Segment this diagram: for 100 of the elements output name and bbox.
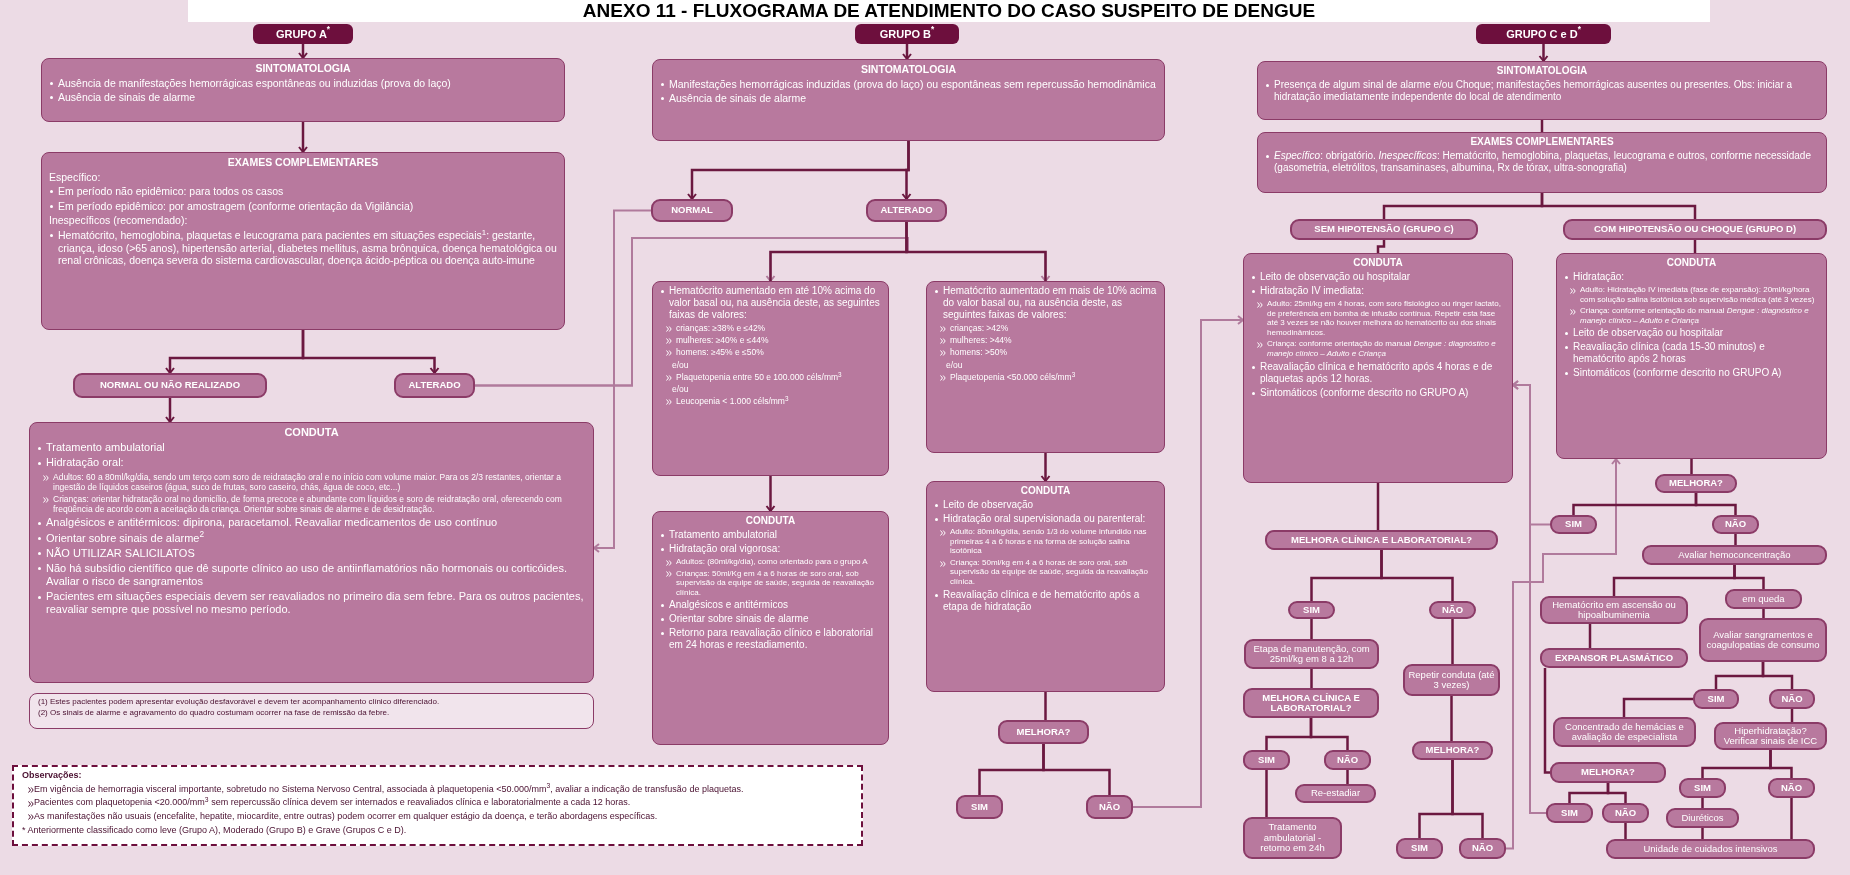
bullet-text: Em período epidêmico: por amostragem (conforme orientação da Vigilância) <box>49 199 557 213</box>
bullet-text: Ausência de manifestações hemorrágicas espontâneas ou induzidas (prova do laço) <box>49 76 557 90</box>
sub-bullet-text: mulheres: ≥40% e ≤44% <box>676 335 769 346</box>
connector-line <box>1309 718 1349 750</box>
label-pill: SIM <box>1679 778 1726 798</box>
sub-bullet-text: Adulto: Hidratação IV imediata (fase de expansão): 20ml/kg/hora com solução salina isotônica sob supervisão médica (até 3 vezes) <box>1580 285 1815 304</box>
label-pill: Diuréticos <box>1666 808 1739 828</box>
bullet-text: Sintomáticos (conforme descrito no GRUPO A) <box>1251 386 1505 399</box>
label-pill: MELHORA CLÍNICA E LABORATORIAL? <box>1243 688 1379 718</box>
connector-line <box>1310 669 1313 688</box>
connector-arrow <box>1538 44 1549 62</box>
connector-line <box>1380 550 1454 601</box>
box-text: e/ou <box>671 383 690 395</box>
connector-arrow <box>902 44 912 60</box>
label-pill: NORMAL <box>651 199 733 222</box>
label-pill: MELHORA? <box>1550 762 1666 783</box>
connector-arrow <box>1132 315 1244 808</box>
bullet-text: Hematócrito aumentado em até 10% acima do valor basal ou, na ausência deste, as seguintes faixas de valores: <box>660 285 881 321</box>
label-pill: MELHORA? <box>1655 474 1737 493</box>
label-pill: Hiperhidratação? Verificar sinais de ICC <box>1714 722 1827 750</box>
bullet-text: Em período não epidêmico: para todos os casos <box>49 185 557 198</box>
sub-bullet-text: crianças: ≥38% e ≤42% <box>676 323 766 333</box>
label-pill: SIM <box>1396 838 1443 859</box>
box-heading: EXAMES COMPLEMENTARES <box>1469 136 1615 148</box>
process-box <box>1257 61 1827 120</box>
bullet-text: Ausência de sinais de alarme <box>660 92 1157 105</box>
box-heading: CONDUTA <box>283 426 340 440</box>
connector-line <box>1622 697 1693 717</box>
bullet-text: Leito de observação <box>934 499 1157 511</box>
connector-line <box>1761 662 1794 689</box>
box-heading: SINTOMATOLOGIA <box>859 63 958 76</box>
label-pill: SIM <box>1243 750 1290 770</box>
box-heading: SINTOMATOLOGIA <box>254 62 352 75</box>
notes-box <box>12 765 863 846</box>
connector-line <box>1762 609 1765 618</box>
label-pill: MELHORA? <box>998 720 1089 744</box>
connector-line <box>1769 750 1793 778</box>
bullet-text: Analgésicos e antitérmicos <box>660 599 881 612</box>
connector-line <box>1540 193 1697 219</box>
bullet-text: Ausência de sinais de alarme <box>49 91 557 104</box>
connector-line <box>1701 798 1704 808</box>
bullet-text: Específico: obrigatório. Inespecíficos: Hematócrito, hemoglobina, plaquetas, leucograma e outros, conforme necessidade (gasometria, eletrólitos, transaminases, albumina, Rx de tórax, ultra-sonografia) <box>1265 150 1819 174</box>
bullet-text: Retorno para reavaliação clínico e laboratorial em 24 horas e reestadiamento. <box>660 627 881 652</box>
bullet-text: Hidratação: <box>1564 271 1819 283</box>
connector-line <box>1733 565 1765 589</box>
connector-line <box>1346 770 1349 784</box>
sub-bullet-text: Pacientes com plaquetopenia <20.000/mm$^{3}$ sem repercussão clínica devem ser internados e reavaliados clínica e laboratorialmente a cada 12 horas. <box>34 797 631 808</box>
connector-line <box>1734 534 1737 545</box>
label-pill: SIM <box>956 795 1003 819</box>
label-pill: NÃO <box>1602 803 1649 823</box>
connector-line <box>1690 459 1693 474</box>
bullet-text: Leito de observação ou hospitalar <box>1564 327 1819 340</box>
connector-arrow <box>1040 453 1051 482</box>
sub-bullet-text: Adultos: 60 a 80ml/kg/dia, sendo um terço com soro de reidratação oral e no início com volume maior. Para os 2/3 restantes, orientar a ingestão de líquidos caseiros (água, suco de frutas, soro caseiro, chás, água de coco, etc...) <box>53 471 561 492</box>
sub-bullet-text: crianças: >42% <box>950 323 1009 333</box>
process-box <box>652 281 889 476</box>
label-pill: SIM <box>1693 689 1739 709</box>
sub-bullet-text: Criança: conforme orientação do manual Dengue : diagnóstico e manejo clínico – Adulto e Criança <box>1580 306 1809 325</box>
label-pill: Concentrado de hemácias e avaliação de especialista <box>1553 717 1696 747</box>
note-text: * Anteriormente classificado como leve (Grupo A), Moderado (Grupo B) e Grave (Grupos C e D). <box>22 824 408 837</box>
box-heading: SINTOMATOLOGIA <box>1495 65 1589 77</box>
bullet-text: Orientar sobre sinais de alarme$^{2}$ <box>37 531 586 545</box>
process-box <box>1556 253 1827 459</box>
process-box <box>926 281 1165 453</box>
connector-line <box>905 222 1047 281</box>
group-header: GRUPO A$^{*}$ <box>253 24 353 44</box>
note-text: (1) Estes pacientes podem apresentar evolução desfavorável e devem ter acompanhamento clínico diferenciado. <box>38 697 441 708</box>
sub-bullet-text: Plaquetopenia entre 50 e 100.000 céls/mm$^{3}$ <box>676 371 842 382</box>
label-pill: ALTERADO <box>866 199 947 222</box>
bullet-text: Tratamento ambulatorial <box>37 441 586 455</box>
label-pill: Unidade de cuidados intensivos <box>1606 839 1815 859</box>
bullet-text: Reavaliação clínica e de hematócrito após a etapa de hidratação <box>934 588 1157 613</box>
sub-bullet-text: Adulto: 80ml/kg/dia, sendo 1/3 do volume infundido nas primeiras 4 a 6 horas e na forma de solução salina isotônica <box>950 527 1147 556</box>
notes-heading: Observações: <box>22 770 83 782</box>
bullet-text: Leito de observação ou hospitalar <box>1251 271 1505 283</box>
sub-bullet-text: Adulto: 25ml/kg em 4 horas, com soro fisiológico ou ringer lactato, de preferência em bomba de infusão contínua. Repetir esta fase até 3 vezes se não houver melhora do hematócrito ou dos sinais hemodinâmicos. <box>1267 299 1501 337</box>
label-pill: Re-estadiar <box>1295 784 1376 803</box>
sub-bullet-text: Adultos: (80ml/kg/dia), como orientado para o grupo A <box>676 557 868 566</box>
sub-bullet-text: homens: >50% <box>950 347 1007 358</box>
group-header: GRUPO C e D$^{*}$ <box>1476 24 1611 44</box>
process-box <box>652 511 889 745</box>
label-pill: NÃO <box>1768 778 1815 798</box>
title: ANEXO 11 - FLUXOGRAMA DE ATENDIMENTO DO CASO SUSPEITO DE DENGUE <box>188 0 1710 22</box>
label-pill: NORMAL OU NÃO REALIZADO <box>73 373 267 398</box>
sub-bullet-text: mulheres: >44% <box>950 335 1012 346</box>
label-pill: MELHORA CLÍNICA E LABORATORIAL? <box>1265 530 1498 550</box>
bullet-text: Hidratação oral vigorosa: <box>660 543 881 555</box>
connector-arrow <box>298 122 308 153</box>
sub-bullet-text: Plaquetopenia <50.000 céls/mm$^{3}$ <box>950 371 1076 382</box>
sub-bullet-text: Criança: 50ml/kg em 4 a 6 horas de soro oral, sob supervisão da equipe de saúde, seguida da reavaliação clínica. <box>950 557 1148 586</box>
label-pill: NÃO <box>1712 515 1759 534</box>
connector-line <box>1310 619 1313 639</box>
connector-line <box>1624 823 1627 839</box>
label-pill: Avaliar sangramentos e coagulopatias de consumo <box>1699 618 1827 662</box>
connector-line <box>1543 668 1550 774</box>
connector-line <box>1265 770 1268 817</box>
bullet-text: Pacientes em situações especiais devem ser reavaliados no primeiro dia sem febre. Para os outros pacientes, reavaliar sempre que possível no mesmo período. <box>37 590 586 617</box>
connector-line <box>1044 692 1047 720</box>
bullet-text: Analgésicos e antitérmicos: dipirona, paracetamol. Reavaliar medicamentos de uso contínuo <box>37 516 586 530</box>
connector-line <box>1588 624 1592 648</box>
